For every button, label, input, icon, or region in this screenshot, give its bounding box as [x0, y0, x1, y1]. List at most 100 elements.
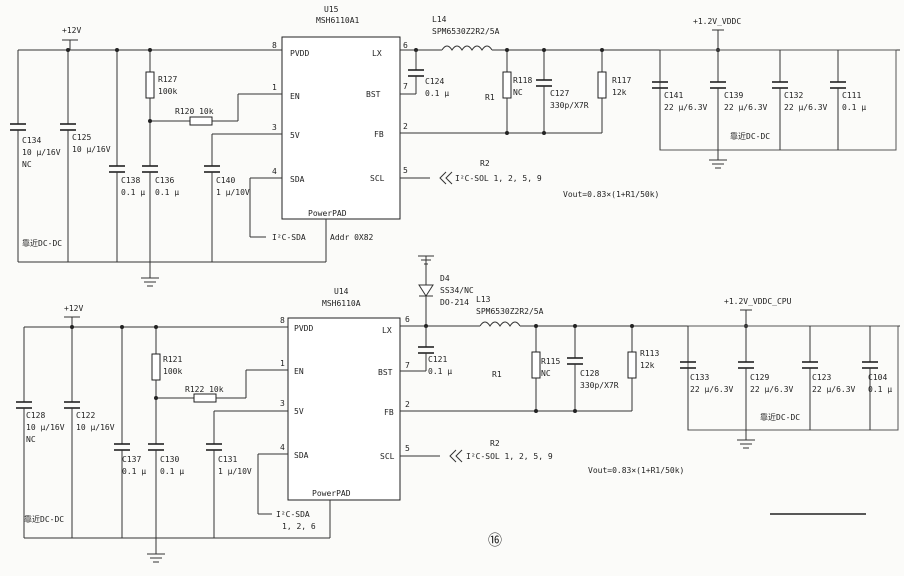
bottom-near-dcdc-left: 靠近DC-DC [24, 514, 64, 524]
r118-val: NC [513, 88, 523, 97]
c134-val: 10 μ/16V [22, 148, 61, 157]
c136-val: 0.1 μ [155, 188, 179, 197]
pin-scl-num: 5 [403, 166, 408, 175]
c141-val: 22 μ/6.3V [664, 103, 708, 112]
pin-fb-name: FB [374, 130, 384, 139]
r113-val: 12k [640, 361, 655, 370]
pin-scl-name: SCL [370, 174, 385, 183]
c124-ref: C124 [425, 77, 444, 86]
r115-ref: R115 [541, 357, 560, 366]
pin-bst-num-b: 7 [405, 361, 410, 370]
r121-ref: R121 [163, 355, 182, 364]
c140-ref: C140 [216, 176, 235, 185]
top-near-dcdc-left: 靠近DC-DC [22, 238, 62, 248]
ic-u15-addr: Addr 0X82 [330, 233, 374, 242]
c131-ref: C131 [218, 455, 237, 464]
ic-u14-part: MSH6110A [322, 299, 361, 308]
pin-pvdd-name-b: PVDD [294, 324, 313, 333]
c125-ref: C125 [72, 133, 91, 142]
pin-pvdd-num: 8 [272, 41, 277, 50]
bottom-circuit: U14 MSH6110A PowerPAD PVDD 8 EN 1 5V 3 S… [16, 255, 900, 563]
bottom-supply-label: +12V [64, 304, 83, 313]
l13-part: SPM6530Z2R2/5A [476, 307, 544, 316]
pin-bst-num: 7 [403, 82, 408, 91]
page-number: ⑯ [488, 533, 502, 549]
r127-val: 100k [158, 87, 177, 96]
c104-ref: C104 [868, 373, 887, 382]
ic-u15-ref: U15 [324, 5, 339, 14]
top-i2c-scl: I²C-SOL 1, 2, 5, 9 [455, 174, 542, 183]
top-vout-formula: Vout=0.83×(1+R1/50k) [563, 190, 659, 199]
ic-u14-ref: U14 [334, 287, 349, 296]
c134-extra: NC [22, 160, 32, 169]
top-out-rail: +1.2V_VDDC [693, 17, 741, 26]
top-supply-label: +12V [62, 26, 81, 35]
c132-val: 22 μ/6.3V [784, 103, 828, 112]
pin-bst-name-b: BST [378, 368, 393, 377]
l14-ref: L14 [432, 15, 447, 24]
r118-ref: R118 [513, 76, 532, 85]
pin-scl-name-b: SCL [380, 452, 395, 461]
pin-5v-name: 5V [290, 131, 300, 140]
bottom-i2c-sda: I²C-SDA [276, 510, 310, 519]
ic-u15-part: MSH6110A1 [316, 16, 360, 25]
bottom-vout-formula: Vout=0.83×(1+R1/50k) [588, 466, 684, 475]
c104-val: 0.1 μ [868, 385, 892, 394]
pin-pvdd-num-b: 8 [280, 316, 285, 325]
bottom-i2c-scl: I²C-SOL 1, 2, 5, 9 [466, 452, 553, 461]
c124-val: 0.1 μ [425, 89, 449, 98]
d4-ref: D4 [440, 274, 450, 283]
top-r2-label: R2 [480, 159, 490, 168]
pin-en-name: EN [290, 92, 300, 101]
c128b-ref: C128 [580, 369, 599, 378]
bottom-out-rail: +1.2V_VDDC_CPU [724, 297, 792, 306]
c128-ref: C128 [26, 411, 45, 420]
c121-val: 0.1 μ [428, 367, 452, 376]
c139-ref: C139 [724, 91, 743, 100]
pin-5v-num: 3 [272, 123, 277, 132]
ic-u15-body [281, 36, 401, 220]
r117-ref: R117 [612, 76, 631, 85]
pin-fb-name-b: FB [384, 408, 394, 417]
pin-5v-num-b: 3 [280, 399, 285, 408]
c130-ref: C130 [160, 455, 179, 464]
top-near-dcdc-right: 靠近DC-DC [730, 131, 770, 141]
c129-ref: C129 [750, 373, 769, 382]
bottom-r1-label: R1 [492, 370, 502, 379]
pin-fb-num-b: 2 [405, 400, 410, 409]
c111-val: 0.1 μ [842, 103, 866, 112]
ic-u15-powerpad: PowerPAD [308, 209, 347, 218]
pin-sda-num: 4 [272, 167, 277, 176]
pin-en-num: 1 [272, 83, 277, 92]
pin-pvdd-name: PVDD [290, 49, 309, 58]
pin-lx-num-b: 6 [405, 315, 410, 324]
d4-pkg: DO-214 [440, 298, 469, 307]
l14-part: SPM6530Z2R2/5A [432, 27, 500, 36]
c125-val: 10 μ/16V [72, 145, 111, 154]
l13-ref: L13 [476, 295, 491, 304]
c141-ref: C141 [664, 91, 683, 100]
c111-ref: C111 [842, 91, 861, 100]
pin-lx-name: LX [372, 49, 382, 58]
top-circuit: U15 MSH6110A1 PowerPAD Addr 0X82 PVDD 8 … [10, 5, 900, 287]
pin-fb-num: 2 [403, 122, 408, 131]
c132-ref: C132 [784, 91, 803, 100]
ic-u14-body [287, 317, 401, 501]
c122-ref: C122 [76, 411, 95, 420]
r122-label: R122 10k [185, 385, 224, 394]
bottom-r2-label: R2 [490, 439, 500, 448]
c137-ref: C137 [122, 455, 141, 464]
c138-ref: C138 [121, 176, 140, 185]
c123-ref: C123 [812, 373, 831, 382]
r121-val: 100k [163, 367, 182, 376]
pin-lx-num: 6 [403, 41, 408, 50]
pin-lx-name-b: LX [382, 326, 392, 335]
r127-ref: R127 [158, 75, 177, 84]
r113-ref: R113 [640, 349, 659, 358]
r117-val: 12k [612, 88, 627, 97]
c122-val: 10 μ/16V [76, 423, 115, 432]
pin-5v-name-b: 5V [294, 407, 304, 416]
pin-sda-name: SDA [290, 175, 305, 184]
c133-val: 22 μ/6.3V [690, 385, 734, 394]
